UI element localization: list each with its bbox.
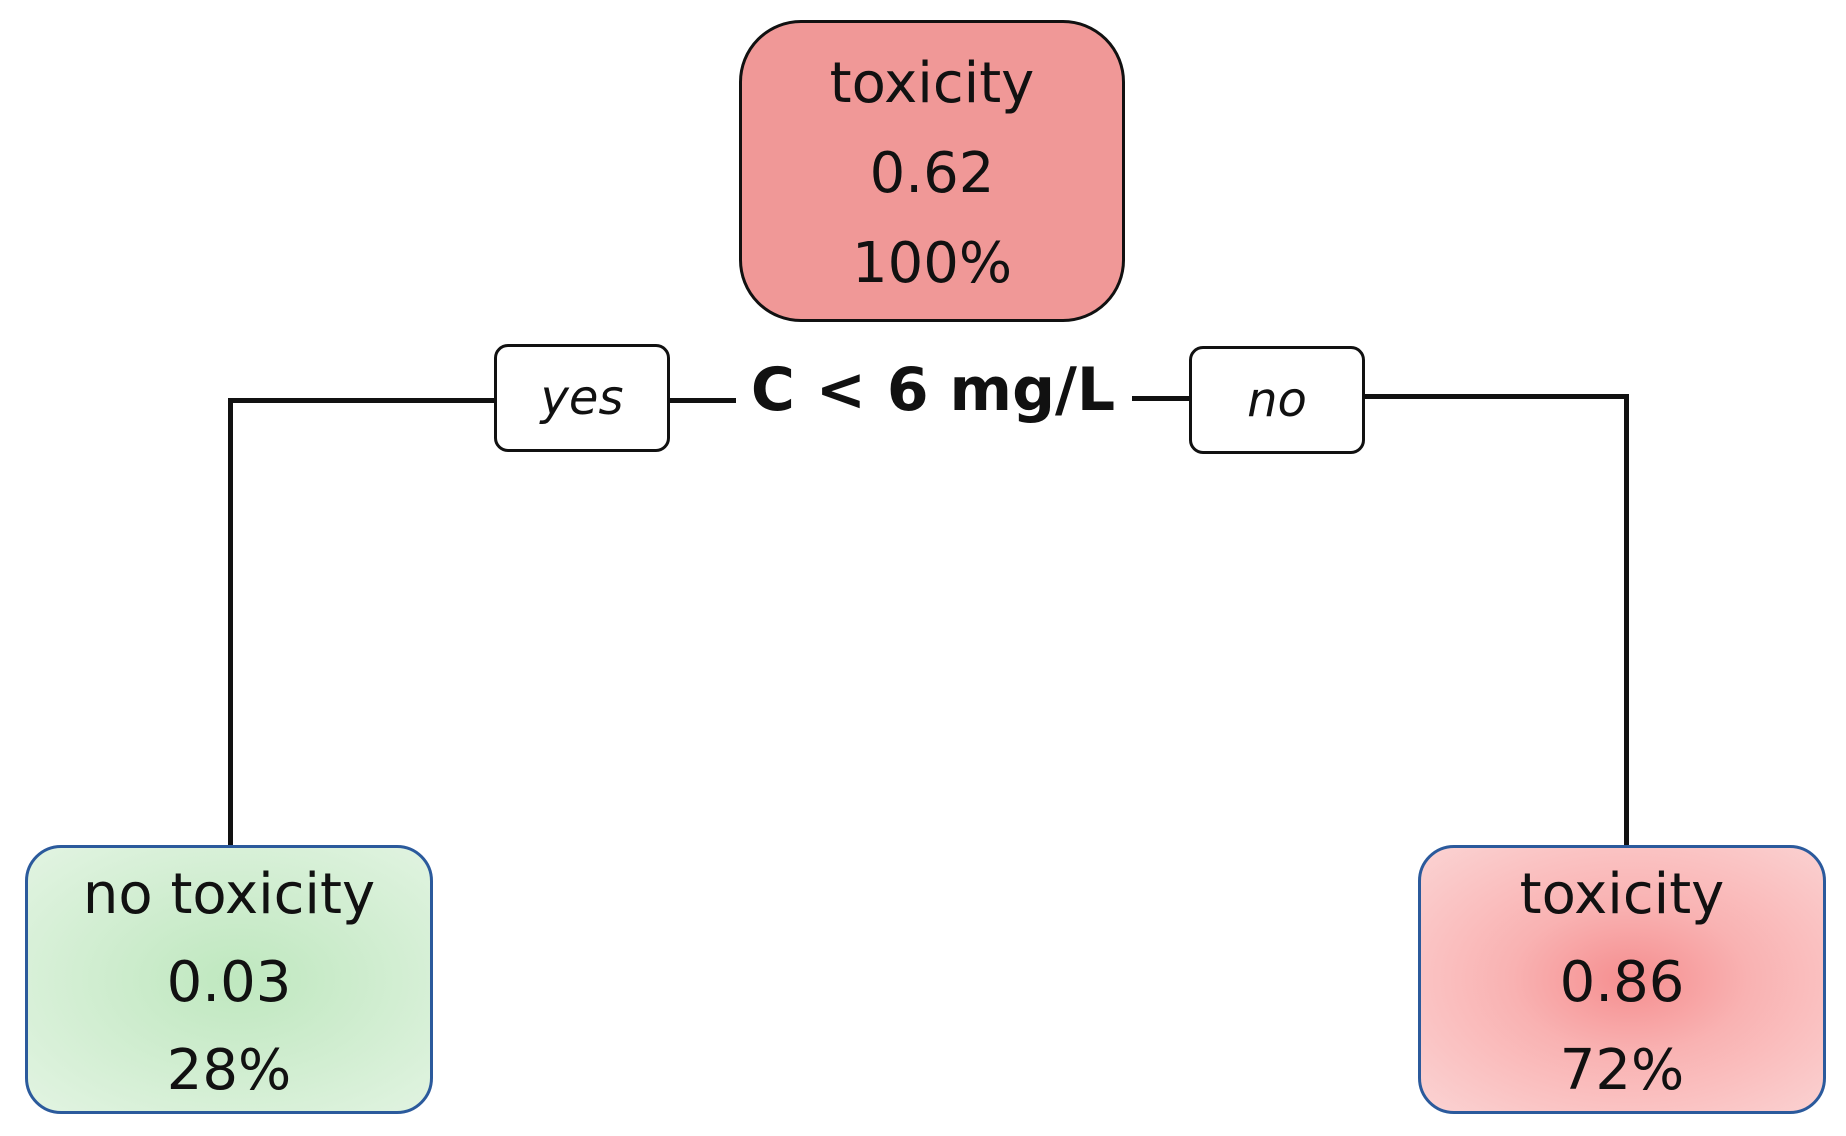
connector-right-vertical [1624,394,1629,846]
leaf-node-right: toxicity 0.86 72% [1418,845,1826,1114]
leaf-left-value: 0.03 [166,949,292,1015]
split-condition: C < 6 mg/L [750,355,1116,425]
leaf-left-label: no toxicity [82,861,376,927]
root-node-label: toxicity [829,51,1035,116]
leaf-right-percent: 72% [1559,1037,1685,1103]
connector-yes-to-split [668,398,736,403]
connector-right-horizontal [1363,394,1629,399]
root-node-value: 0.62 [869,141,995,206]
connector-left-horizontal [228,398,496,403]
leaf-right-label: toxicity [1519,861,1725,927]
root-node: toxicity 0.62 100% [739,20,1125,322]
connector-split-to-no [1132,396,1191,401]
edge-label-no: no [1189,346,1365,454]
leaf-right-value: 0.86 [1559,949,1685,1015]
connector-left-vertical [228,398,233,847]
root-node-percent: 100% [851,231,1013,296]
leaf-left-percent: 28% [166,1037,292,1103]
leaf-node-left: no toxicity 0.03 28% [25,845,433,1114]
edge-label-yes: yes [494,344,670,452]
